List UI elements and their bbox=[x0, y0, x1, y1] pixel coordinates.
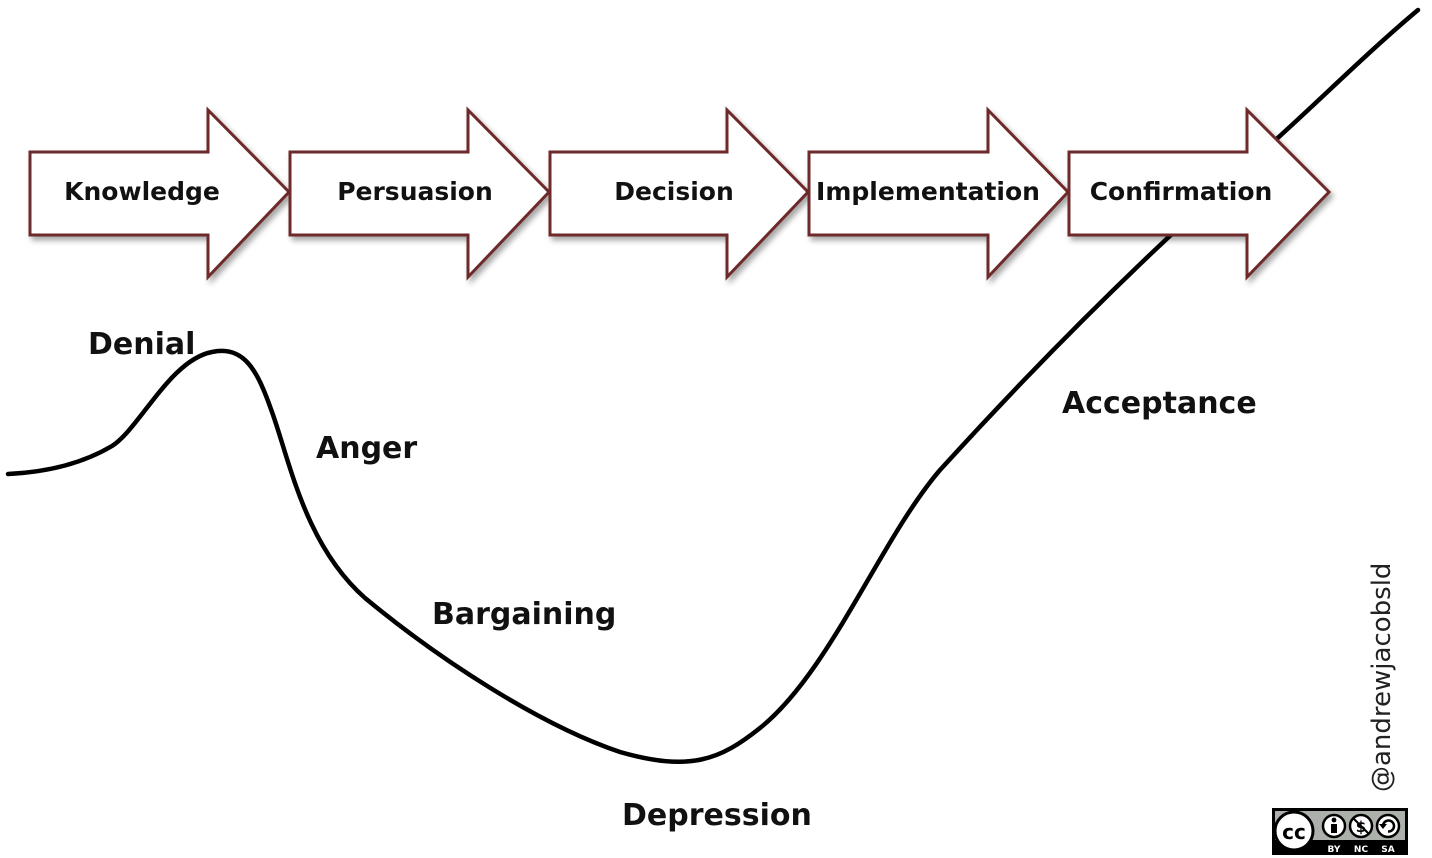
arrow-shape bbox=[807, 106, 1071, 281]
arrow-decision bbox=[548, 106, 811, 281]
license-by-label: BY bbox=[1328, 845, 1341, 855]
license-sa-label: SA bbox=[1381, 845, 1394, 855]
step-label-knowledge: Knowledge bbox=[64, 177, 220, 206]
stage-label-acceptance: Acceptance bbox=[1062, 386, 1257, 421]
arrow-shape bbox=[28, 106, 292, 281]
cc-license-badge: cc $ BY NC SA bbox=[1272, 808, 1408, 855]
stage-label-depression: Depression bbox=[622, 798, 812, 833]
change-curve bbox=[5, 7, 1421, 764]
arrow-knowledge bbox=[28, 106, 292, 281]
cc-icon-text: cc bbox=[1282, 820, 1306, 844]
stage-label-denial: Denial bbox=[88, 327, 195, 362]
step-label-persuasion: Persuasion bbox=[337, 177, 493, 206]
sa-icon bbox=[1375, 813, 1401, 839]
step-label-decision: Decision bbox=[614, 177, 734, 206]
arrow-shape bbox=[288, 106, 552, 281]
arrow-implementation bbox=[807, 106, 1071, 281]
author-credit: @andrewjacobsld bbox=[1367, 563, 1397, 792]
license-nc-label: NC bbox=[1354, 845, 1369, 855]
step-label-confirmation: Confirmation bbox=[1090, 177, 1273, 206]
stage-label-anger: Anger bbox=[316, 431, 417, 466]
by-icon bbox=[1321, 813, 1347, 839]
stage-label-bargaining: Bargaining bbox=[432, 597, 616, 632]
arrow-confirmation bbox=[1067, 106, 1332, 281]
step-label-implementation: Implementation bbox=[816, 177, 1040, 206]
arrow-shape bbox=[1067, 106, 1332, 281]
cc-icon: cc bbox=[1273, 810, 1315, 852]
arrow-shape bbox=[548, 106, 811, 281]
nc-icon: $ bbox=[1348, 813, 1374, 839]
process-arrows bbox=[28, 106, 1332, 281]
arrow-persuasion bbox=[288, 106, 552, 281]
